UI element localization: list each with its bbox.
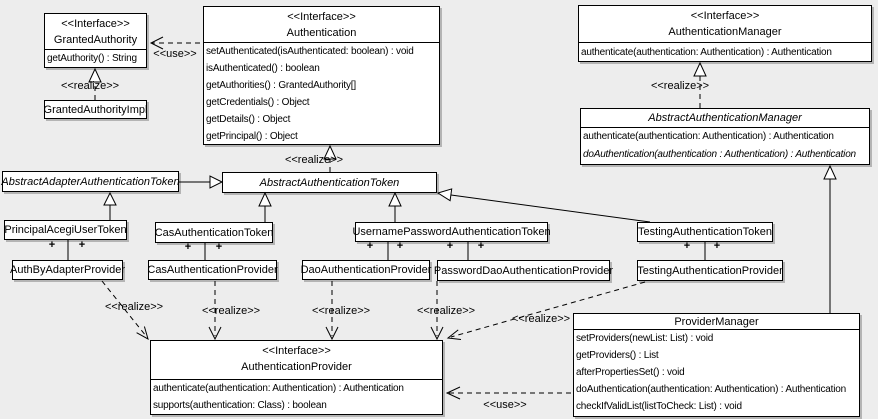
method-row: getPrincipal() : Object xyxy=(206,131,298,142)
method-row: doAuthentication(authentication : Authen… xyxy=(583,149,856,160)
class-principal-acegi-user-token[interactable]: PrincipalAcegiUserToken xyxy=(4,220,127,240)
generalization-arrow-icon xyxy=(258,191,272,207)
realize-arrow-icon xyxy=(693,61,707,77)
class-title: <<Interface>> AuthenticationManager xyxy=(579,6,871,43)
class-title: ProviderManager xyxy=(574,314,859,330)
stereotype: <<Interface>> xyxy=(690,10,760,22)
class-auth-by-adapter-provider[interactable]: AuthByAdapterProvider xyxy=(10,260,125,280)
realize-label: <<realize>> xyxy=(311,305,371,317)
realize-arrow-icon xyxy=(136,326,149,341)
class-title: <<Interface>> Authentication xyxy=(204,7,439,43)
class-authentication[interactable]: <<Interface>> Authentication setAuthenti… xyxy=(203,6,440,145)
generalization-arrow-icon xyxy=(823,164,837,180)
method-row: supports(authentication: Class) : boolea… xyxy=(153,400,327,411)
class-name: TestingAuthenticationProvider xyxy=(637,264,783,277)
class-name: AuthByAdapterProvider xyxy=(10,264,125,276)
class-name: GrantedAuthority xyxy=(53,34,138,46)
class-name: AuthenticationProvider xyxy=(241,361,352,373)
multiplicity-plus: + xyxy=(683,240,691,252)
stereotype: <<Interface>> xyxy=(287,11,356,23)
class-name: GrantedAuthorityImpl xyxy=(43,103,148,116)
multiplicity-plus: + xyxy=(48,239,56,251)
realize-arrow-icon xyxy=(430,326,444,341)
class-name: Authentication xyxy=(286,27,357,39)
class-authentication-provider[interactable]: <<Interface>> AuthenticationProvider aut… xyxy=(150,340,443,415)
multiplicity-plus: + xyxy=(184,241,192,253)
class-name: ProviderManager xyxy=(674,316,759,328)
method-row: isAuthenticated() : boolean xyxy=(206,63,320,74)
class-cas-authentication-token[interactable]: CasAuthenticationToken xyxy=(155,222,273,243)
class-authentication-manager[interactable]: <<Interface>> AuthenticationManager auth… xyxy=(578,5,872,62)
stereotype: <<Interface>> xyxy=(262,345,331,357)
class-cas-authentication-provider[interactable]: CasAuthenticationProvider xyxy=(147,260,278,280)
class-name: PasswordDaoAuthenticationProvider xyxy=(433,264,614,277)
class-name: UsernamePasswordAuthenticationToken xyxy=(352,226,551,238)
generalization-arrow-icon xyxy=(436,188,453,202)
class-abstract-authentication-token[interactable]: AbstractAuthenticationToken xyxy=(222,172,437,193)
class-title: <<Interface>> GrantedAuthority xyxy=(45,14,146,50)
class-testing-authentication-token[interactable]: TestingAuthenticationToken xyxy=(637,222,773,242)
multiplicity-plus: + xyxy=(713,240,721,252)
generalization-arrow-icon xyxy=(103,191,117,206)
multiplicity-plus: + xyxy=(78,239,86,251)
realize-label: <<realize>> xyxy=(650,80,710,92)
method-row: setProviders(newList: List) : void xyxy=(576,333,714,344)
multiplicity-plus: + xyxy=(446,240,454,252)
realize-label: <<realize>> xyxy=(104,301,164,313)
method-row: checkIfValidList(listToCheck: List) : vo… xyxy=(576,401,742,412)
class-title: <<Interface>> AuthenticationProvider xyxy=(151,341,442,380)
multiplicity-plus: + xyxy=(396,240,404,252)
method-row: getProviders() : List xyxy=(576,350,659,361)
class-name: TestingAuthenticationToken xyxy=(638,226,772,238)
class-name: AuthenticationManager xyxy=(668,26,782,38)
method-row: getCredentials() : Object xyxy=(206,97,310,108)
class-granted-authority[interactable]: <<Interface>> GrantedAuthority getAuthor… xyxy=(44,13,147,68)
class-name: DaoAuthenticationProvider xyxy=(300,264,432,276)
multiplicity-plus: + xyxy=(215,241,223,253)
class-username-password-authentication-token[interactable]: UsernamePasswordAuthenticationToken xyxy=(352,222,551,242)
class-dao-authentication-provider[interactable]: DaoAuthenticationProvider xyxy=(300,260,432,280)
realize-label: <<realize>> xyxy=(284,154,344,166)
multiplicity-plus: + xyxy=(477,240,485,252)
class-abstract-authentication-manager[interactable]: AbstractAuthenticationManager authentica… xyxy=(580,108,870,165)
class-name: CasAuthenticationProvider xyxy=(147,264,278,276)
class-abstract-adapter-authentication-token[interactable]: AbstractAdapterAuthenticationToken xyxy=(1,171,180,192)
realize-label: <<realize>> xyxy=(60,80,120,92)
class-name: AbstractAuthenticationManager xyxy=(648,112,802,124)
realize-label: <<realize>> xyxy=(201,305,261,317)
generalization-arrow-icon xyxy=(209,175,224,189)
use-arrow-icon xyxy=(445,386,461,400)
realize-label: <<realize>> xyxy=(416,305,476,317)
class-title: AbstractAuthenticationManager xyxy=(581,109,869,128)
method-row: afterPropertiesSet() : void xyxy=(576,367,685,378)
use-label: <<use>> xyxy=(483,399,527,411)
class-testing-authentication-provider[interactable]: TestingAuthenticationProvider xyxy=(637,260,783,281)
multiplicity-plus: + xyxy=(366,240,374,252)
method-row: authenticate(authentication: Authenticat… xyxy=(583,131,834,142)
realize-label: <<realize>> xyxy=(511,313,571,325)
method-row: getDetails() : Object xyxy=(206,114,291,125)
class-granted-authority-impl[interactable]: GrantedAuthorityImpl xyxy=(44,100,147,119)
class-name: CasAuthenticationToken xyxy=(154,226,274,239)
method-row: getAuthorities() : GrantedAuthority[] xyxy=(206,80,356,91)
method-row: doAuthentication(authentication: Authent… xyxy=(576,384,846,395)
class-name: AbstractAuthenticationToken xyxy=(259,176,400,189)
method-row: authenticate(authentication: Authenticat… xyxy=(153,383,404,394)
class-password-dao-authentication-provider[interactable]: PasswordDaoAuthenticationProvider xyxy=(433,260,614,281)
realize-arrow-icon xyxy=(208,326,222,341)
method-row: getAuthority() : String xyxy=(47,53,137,64)
class-name: AbstractAdapterAuthenticationToken xyxy=(1,175,180,188)
stereotype: <<Interface>> xyxy=(61,18,130,30)
use-label: <<use>> xyxy=(153,48,197,60)
generalization-line xyxy=(450,194,651,223)
realize-arrow-icon xyxy=(325,326,339,341)
class-provider-manager[interactable]: ProviderManager setProviders(newList: Li… xyxy=(573,313,860,417)
realize-arrow-icon xyxy=(446,329,462,340)
method-row: authenticate(authentication: Authenticat… xyxy=(581,47,832,58)
method-row: setAuthenticated(isAuthenticated: boolea… xyxy=(206,46,414,57)
class-name: PrincipalAcegiUserToken xyxy=(4,224,127,236)
generalization-arrow-icon xyxy=(388,191,402,207)
